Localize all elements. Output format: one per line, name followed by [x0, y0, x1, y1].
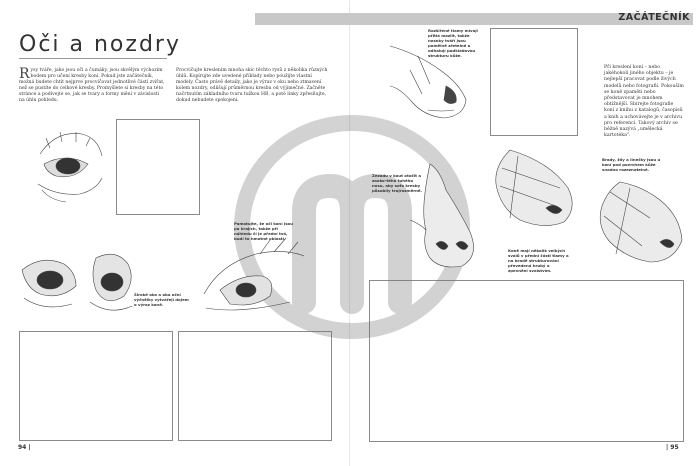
image-frame	[19, 331, 173, 441]
horse-profile-sketch	[599, 181, 683, 263]
page-number-left: 94 |	[18, 444, 31, 451]
image-frame	[178, 331, 332, 441]
intro-column-2: Procvičujte kreslením mnoha skic těchto …	[176, 68, 328, 104]
header-bar	[255, 13, 693, 25]
horse-eyes-sketch	[21, 253, 133, 311]
caption-profile-eye: Pamatujte, že oči koní jsou po krajích, …	[234, 221, 293, 241]
horse-head-sketch	[203, 237, 305, 311]
image-frame	[116, 119, 200, 215]
caption-eyes: Široké oko a oba oční výčnělky vytvářejí…	[134, 292, 189, 307]
intro-text-1: ysy tváře, jako jsou oči a čumáky, jsou …	[19, 68, 165, 104]
page-number-right: | 95	[666, 444, 679, 451]
caption-nostril-top: Rozšířené tlamy mívají přitlá mazlit, ta…	[428, 28, 478, 58]
horse-halter-muzzle-sketch	[495, 149, 573, 226]
section-label: ZAČÁTEČNÍK	[618, 12, 690, 23]
caption-front-nose: Zezadu v kout otočit a zaoko-tého tuhého…	[372, 173, 423, 193]
page-gutter	[349, 0, 350, 466]
image-frame	[490, 28, 578, 136]
side-note: Při kreslení koní – nebo jakéhokoli jiné…	[604, 65, 684, 139]
horse-front-nose-sketch	[409, 163, 474, 268]
caption-lips: Koně mají několik velkých svalů v přední…	[508, 248, 569, 273]
title-rule	[19, 58, 167, 59]
caption-halter: Brady, žíly a linečky jsou u koní pod po…	[602, 157, 661, 172]
horse-muzzle-sketch	[389, 45, 467, 119]
drop-cap: R	[19, 66, 30, 82]
image-frame	[369, 280, 684, 442]
page-title: Oči a nozdry	[19, 32, 181, 57]
horse-eye-sketch	[37, 131, 103, 203]
